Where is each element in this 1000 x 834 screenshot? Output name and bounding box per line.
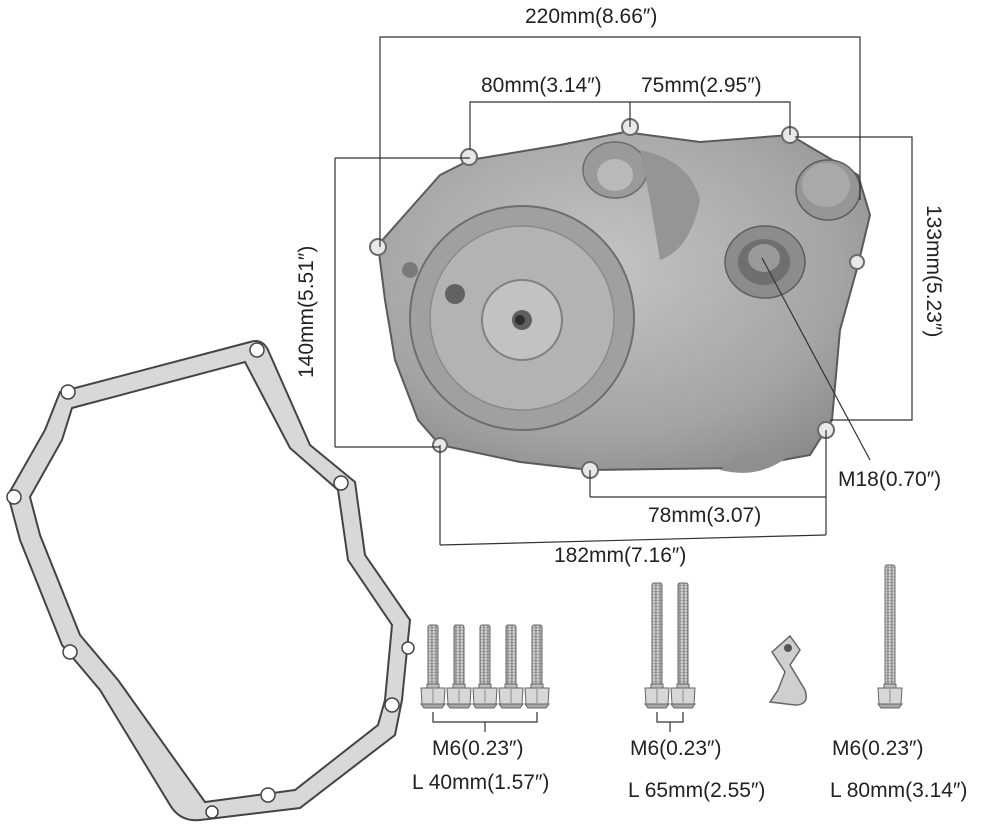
long-bolt-item — [877, 564, 903, 709]
clutch-cover — [369, 118, 872, 479]
medium-bolts — [644, 582, 696, 709]
short-bolts-length: L 40mm(1.57″) — [412, 771, 550, 794]
lower-bolt-span-label: 78mm(3.07) — [648, 504, 762, 527]
cable-bracket — [768, 634, 807, 706]
medium-bolts-thread: M6(0.23″) — [630, 737, 722, 760]
medium-bolts-length: L 65mm(2.55″) — [628, 779, 766, 802]
bolt-span-left-label: 80mm(3.14″) — [481, 74, 602, 97]
short-bolt — [498, 624, 524, 709]
dimension-lines — [334, 36, 913, 546]
overall-height-label: 140mm(5.51″) — [295, 245, 318, 378]
bolt-span-right-label: 75mm(2.95″) — [641, 74, 762, 97]
bottom-width-label: 182mm(7.16″) — [554, 544, 687, 567]
medium-bolt — [670, 582, 696, 709]
medium-bolt — [644, 582, 670, 709]
short-bolt — [446, 624, 472, 709]
right-height-label: 133mm(5.23″) — [922, 205, 945, 338]
long-bolt-length: L 80mm(3.14″) — [830, 779, 968, 802]
short-bolts-thread: M6(0.23″) — [432, 737, 524, 760]
long-bolt — [877, 564, 903, 709]
short-bolt — [524, 624, 550, 709]
short-bolt — [420, 624, 446, 709]
short-bolt — [472, 624, 498, 709]
bolt-bracket-lines — [432, 712, 684, 732]
short-bolts — [420, 624, 550, 709]
gasket — [6, 340, 415, 822]
long-bolt-thread: M6(0.23″) — [832, 737, 924, 760]
port-thread-label: M18(0.70″) — [838, 468, 942, 491]
overall-width-label: 220mm(8.66″) — [525, 5, 658, 28]
